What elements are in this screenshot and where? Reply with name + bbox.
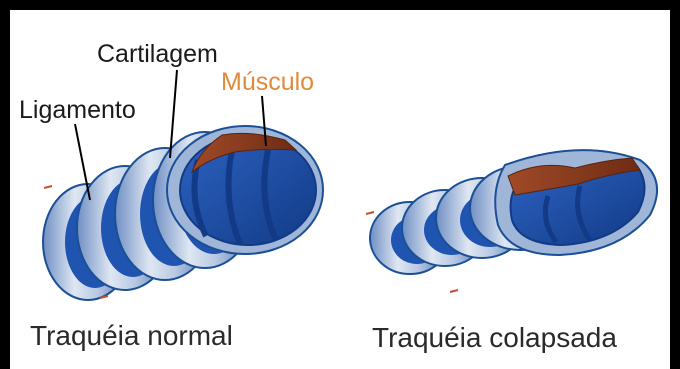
muscle-label: Músculo (221, 70, 314, 95)
ligament-label: Ligamento (19, 98, 136, 123)
caption-normal-trachea: Traquéia normal (30, 322, 233, 350)
normal-front-ring (167, 126, 323, 254)
collapsed-front-ring (495, 150, 657, 255)
cartilage-label: Cartilagem (97, 42, 218, 67)
normal-trachea (43, 126, 323, 300)
collapsed-trachea (366, 150, 657, 292)
caption-collapsed-trachea: Traquéia colapsada (372, 324, 617, 352)
